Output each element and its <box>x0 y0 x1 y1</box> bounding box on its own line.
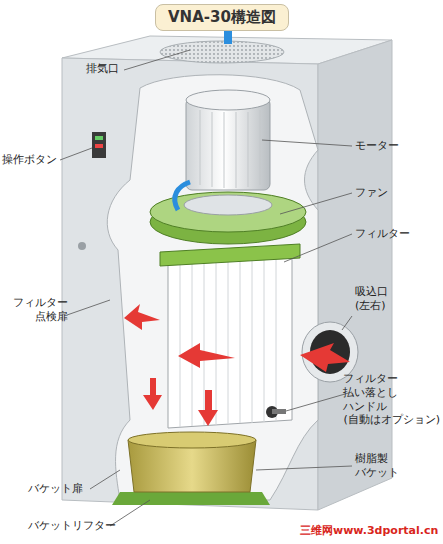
part-label: 吸込口 (左右) <box>355 285 388 313</box>
part-label: ファン <box>355 186 388 200</box>
part-label: フィルター 払い落とし ハンドル (自動はオプション) <box>343 372 440 427</box>
watermark: 三维网www.3dportal.cn <box>300 524 438 538</box>
part-label: モーター <box>355 139 399 153</box>
diagram-title: VNA-30構造図 <box>155 4 289 31</box>
part-label: フィルター <box>355 227 410 241</box>
part-label: フィルター 点検扉 <box>13 296 68 324</box>
part-label: 排気口 <box>86 62 119 76</box>
part-label: バケット扉 <box>28 482 83 496</box>
part-label: バケットリフター <box>28 519 116 533</box>
part-label: 樹脂製 バケット <box>355 452 399 480</box>
part-label: 操作ボタン <box>2 153 57 167</box>
